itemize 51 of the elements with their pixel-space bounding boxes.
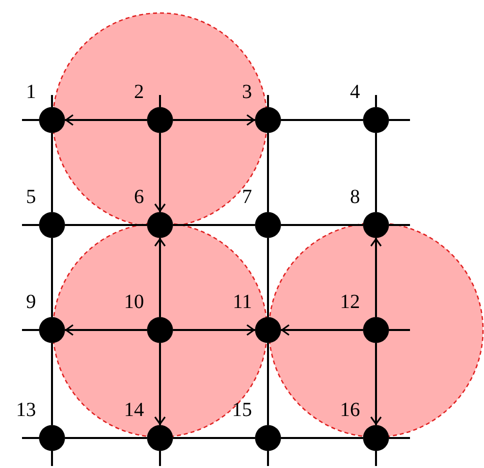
edge-line [65,224,147,226]
arrow [154,238,166,317]
vertex-dot [255,425,281,451]
vertex-dot [39,425,65,451]
vertex-number: 7 [242,187,252,207]
vertex-number: 16 [340,400,360,420]
edge-line [281,437,363,439]
edge-line [281,119,363,121]
vertex-dot [363,212,389,238]
edge-line [267,238,269,317]
edge-line [267,133,269,212]
arrow [370,343,382,425]
arrow [173,114,255,126]
edge-line [51,343,53,425]
vertex-dot [363,425,389,451]
vertex-number: 15 [232,400,252,420]
vertex-number: 11 [232,292,252,312]
arrow [173,324,255,336]
vertex-dot [39,317,65,343]
edge-line [281,224,363,226]
edge-line [375,133,377,212]
vertex-number: 13 [16,400,36,420]
vertex-dot [39,212,65,238]
arrow [65,114,147,126]
vertex-dot [363,107,389,133]
vertex-number: 9 [26,292,36,312]
vertex-dot [255,212,281,238]
vertex-number: 4 [350,82,360,102]
edge-line [173,437,255,439]
vertex-number: 3 [242,82,252,102]
arrow [154,133,166,212]
edge-line [65,437,147,439]
vertex-number: 6 [134,187,144,207]
vertex-dot [147,425,173,451]
arrow [281,324,363,336]
vertex-dot [255,107,281,133]
arrow [370,238,382,317]
vertex-dot [39,107,65,133]
vertex-number: 12 [340,292,360,312]
edge-line [51,238,53,317]
arrow [154,343,166,425]
vertex-number: 10 [124,292,144,312]
vertex-number: 8 [350,187,360,207]
edge-line [173,224,255,226]
vertex-number: 1 [26,82,36,102]
edge-line [267,343,269,425]
arrow [65,324,147,336]
edge-line [51,133,53,212]
vertex-number: 5 [26,187,36,207]
vertex-number: 14 [124,400,144,420]
vertex-number: 2 [134,82,144,102]
